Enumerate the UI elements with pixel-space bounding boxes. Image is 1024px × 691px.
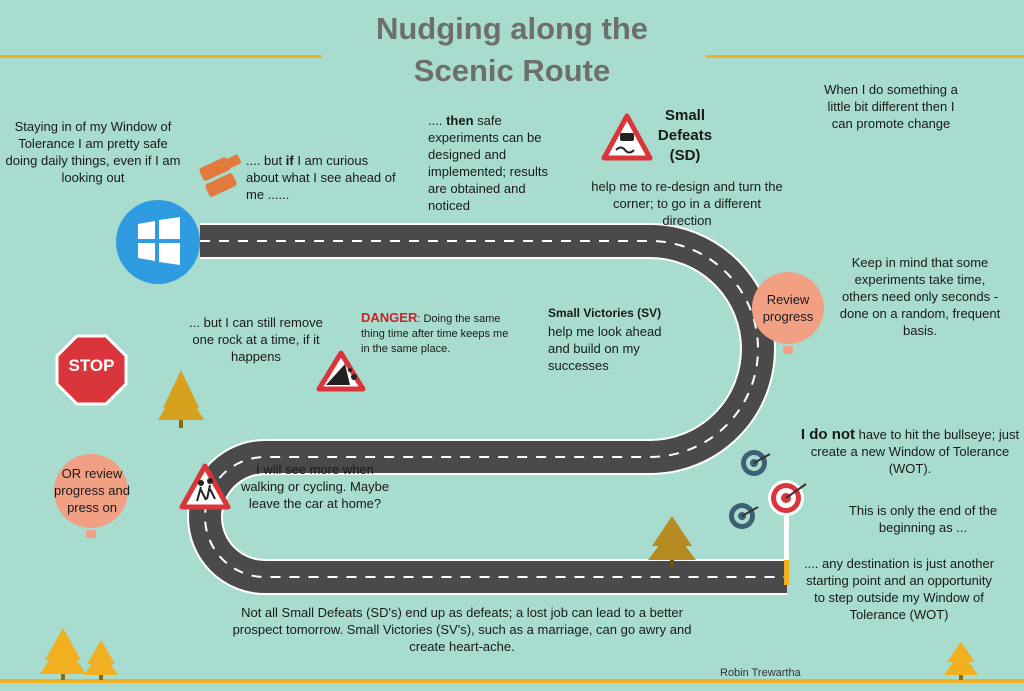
danger-word: DANGER <box>361 310 418 325</box>
winding-road <box>187 223 787 595</box>
bullseye-bold: I do not <box>800 426 856 443</box>
sv-title: Small Victories (SV) <box>548 306 662 320</box>
ground-line <box>0 679 1024 683</box>
curious-text: .... but if I am curious about what I se… <box>246 152 404 203</box>
danger-text: DANGER: Doing the same thing time after … <box>361 310 511 357</box>
curious-pre: .... but <box>246 153 286 168</box>
sv-body: help me look ahead and build on my succe… <box>548 324 662 373</box>
then-bold: then <box>446 113 474 128</box>
curious-bold: if <box>285 153 294 168</box>
author-credit: Robin Trewartha <box>720 667 801 679</box>
tree-icon <box>40 628 86 680</box>
promote-change-text: When I do something a little bit differe… <box>824 82 958 131</box>
falling-rocks-sign-icon <box>316 350 366 392</box>
target-icon-main <box>768 480 807 516</box>
title-rule-right <box>706 55 1024 58</box>
tree-icon <box>158 370 204 428</box>
title-line-2: Scenic Route <box>413 53 611 88</box>
stop-sign-label: STOP <box>68 356 115 375</box>
pedestrian-sign-icon <box>179 463 231 510</box>
bottom-note: Not all Small Defeats (SD's) end up as d… <box>232 605 692 654</box>
balloon-icon-or-review <box>54 454 128 538</box>
window-safe-text: Staying in of my Window of Tolerance I a… <box>5 119 181 185</box>
windows-logo-icon <box>116 200 200 284</box>
tree-icon <box>944 642 978 680</box>
curious-post: I am curious about what I see ahead of m… <box>246 153 396 202</box>
balloon-icon-review <box>752 272 824 354</box>
review-progress-label: Review progress <box>762 292 814 324</box>
or-review-label: OR review progress and press on <box>54 466 130 515</box>
sd-title: Small Defeats (SD) <box>657 107 713 164</box>
experiments-time-text: Keep in mind that some experiments take … <box>839 255 1001 338</box>
target-icon-small-2 <box>729 503 759 529</box>
finish-pole <box>784 505 789 585</box>
bullseye-text: I do not have to hit the bullseye; just … <box>796 426 1024 477</box>
remove-rock-text: ... but I can still remove one rock at a… <box>189 315 323 364</box>
stop-sign-icon <box>55 334 128 406</box>
binoculars-icon <box>199 154 241 197</box>
tree-icon <box>84 640 118 680</box>
bullseye-rest: have to hit the bullseye; just create a … <box>810 427 1020 476</box>
then-text: .... then safe experiments can be design… <box>428 112 568 214</box>
danger-body: : Doing the same thing time after time k… <box>361 313 509 355</box>
page-title: Nudging along the Scenic Route <box>0 8 1024 92</box>
title-rule-left <box>0 55 322 58</box>
destination-text: .... any destination is just another sta… <box>803 556 995 622</box>
then-post: safe experiments can be designed and imp… <box>428 113 548 213</box>
then-pre: .... <box>428 113 447 128</box>
end-beginning-text: This is only the end of the beginning as… <box>848 503 998 535</box>
tree-icon <box>648 516 696 568</box>
sd-body: help me to re-design and turn the corner… <box>591 179 783 228</box>
walking-text: I will see more when walking or cycling.… <box>240 462 390 511</box>
slippery-road-sign-icon <box>601 113 653 161</box>
target-icon-small-1 <box>741 450 771 476</box>
title-line-1: Nudging along the <box>375 11 649 46</box>
